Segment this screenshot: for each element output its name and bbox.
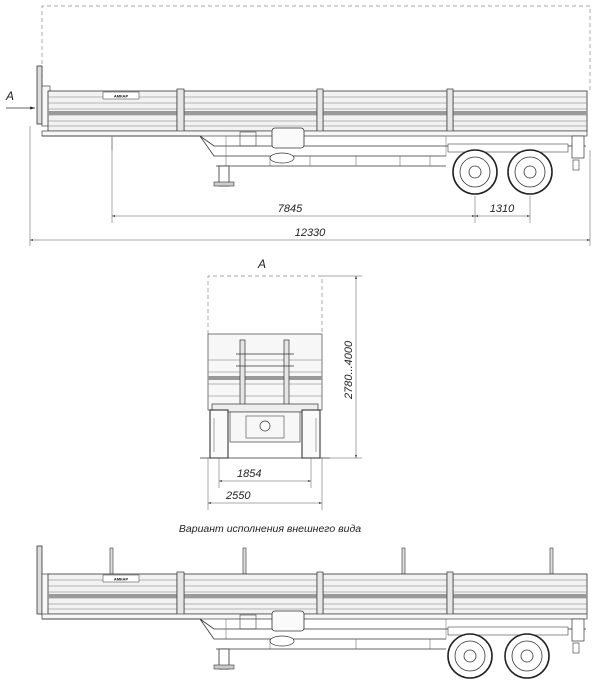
view-a-marker: A — [5, 89, 14, 103]
front-board — [36, 65, 43, 125]
variant-side-boards: АМКАР — [47, 571, 588, 617]
rear-wheel-left — [209, 409, 229, 459]
chassis-frame — [41, 127, 588, 187]
dim-track: 1854 — [237, 468, 261, 480]
side-view: A АМКАР — [5, 5, 591, 246]
brand-plate-text: АМКАР — [114, 94, 129, 99]
rear-wheel-right — [301, 409, 321, 459]
rear-light — [571, 135, 585, 159]
rear-stake-right — [283, 339, 290, 409]
variant-brand-plate-text: АМКАР — [114, 577, 129, 582]
variant-side-view: АМКАР — [36, 545, 588, 679]
variant-stake-3 — [401, 547, 406, 575]
rear-load-envelope — [207, 275, 323, 334]
side-boards: АМКАР — [47, 88, 588, 134]
spare-wheel — [269, 152, 295, 164]
rear-dimensions: 2780...4000 1854 2550 — [207, 275, 362, 510]
rear-stake-left — [239, 339, 246, 409]
variant-wheels — [447, 633, 550, 679]
brand-plate — [102, 91, 140, 100]
dim-wheelbase: 7845 — [278, 203, 303, 215]
variant-stake-1 — [109, 547, 114, 575]
dim-width: 2550 — [225, 490, 251, 502]
dim-axle-spacing: 1310 — [490, 203, 515, 215]
side-post-1 — [176, 88, 185, 134]
rear-view: A 2780...4000 — [200, 257, 362, 510]
variant-stake-4 — [549, 547, 554, 575]
variant-chassis-frame — [41, 610, 588, 670]
side-dimensions: 7845 1310 12330 — [29, 126, 591, 246]
load-envelope-outline — [41, 5, 591, 92]
toolbox — [271, 127, 305, 149]
dim-overall-length: 12330 — [295, 227, 326, 239]
variant-brand-plate — [102, 574, 140, 583]
side-post-3 — [446, 88, 454, 134]
variant-stake-2 — [242, 547, 247, 575]
mudguard — [447, 143, 569, 153]
dim-height: 2780...4000 — [343, 340, 355, 400]
rear-axle-wheels — [452, 149, 553, 195]
side-post-2 — [316, 88, 324, 134]
variant-caption: Вариант исполнения внешнего вида — [179, 523, 361, 535]
variant-front-board — [36, 545, 43, 615]
rear-view-title: A — [257, 257, 266, 271]
